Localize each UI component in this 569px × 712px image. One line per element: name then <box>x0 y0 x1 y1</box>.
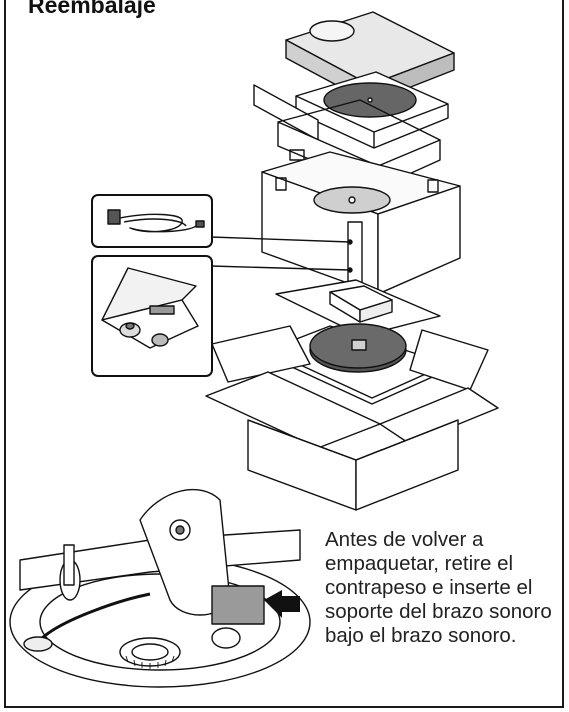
tonearm-base <box>139 488 231 616</box>
outer-carton <box>205 325 499 511</box>
tonearm-support <box>211 585 265 625</box>
base-sheet <box>275 279 441 337</box>
turntable-platter <box>267 323 449 405</box>
inner-top-tray <box>295 71 449 149</box>
accessory-box <box>91 255 213 377</box>
tonearm-detail <box>9 488 311 688</box>
section-title: Reembalaje <box>28 0 156 18</box>
cable-accessory <box>91 194 213 248</box>
page-frame: Reembalaje <box>4 0 564 708</box>
foam-tray <box>261 151 461 295</box>
push-arrow-icon <box>264 590 300 618</box>
instruction-text: Antes de volver a empaquetar, retire el … <box>325 528 552 647</box>
